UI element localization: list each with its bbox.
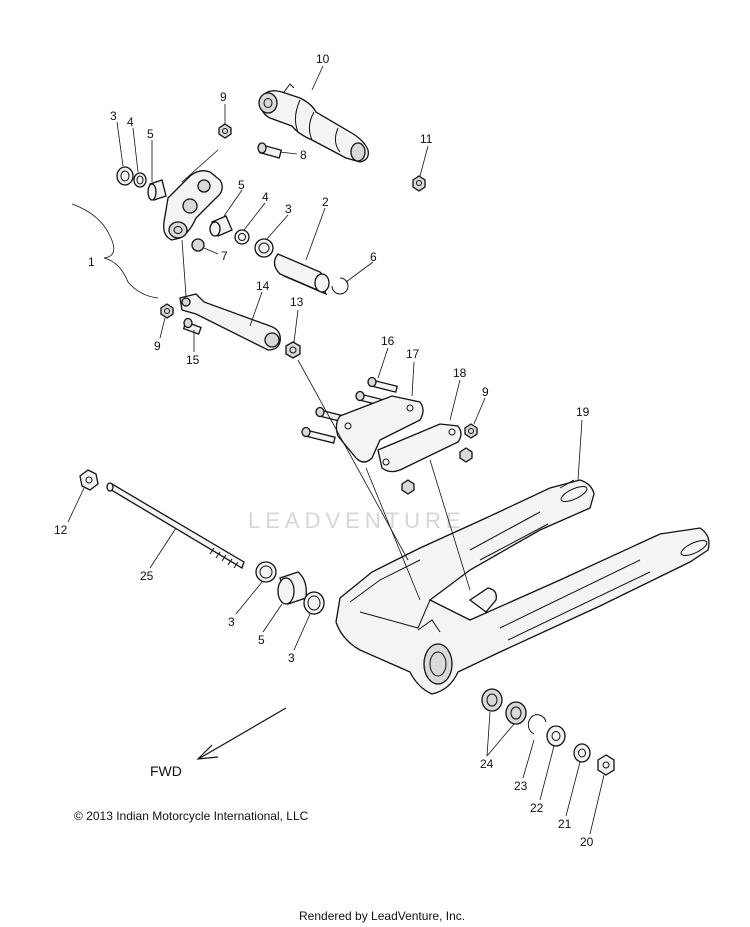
seal-3-mid xyxy=(254,238,274,258)
callout-16: 16 xyxy=(381,334,395,348)
callout-4-top-left: 4 xyxy=(127,115,134,129)
callout-labels: 1 2 3 3 3 3 4 4 5 5 5 6 7 8 9 9 9 10 11 … xyxy=(54,52,594,849)
seal-3-lower-a xyxy=(255,561,277,583)
callout-3-top-left: 3 xyxy=(110,109,117,123)
leader-lines xyxy=(67,65,605,835)
callout-11: 11 xyxy=(420,132,433,146)
rocker-link xyxy=(163,170,223,241)
callout-3-lower-a: 3 xyxy=(228,615,235,629)
seal-3-lower-b xyxy=(303,591,325,615)
callout-9-left: 9 xyxy=(154,339,161,353)
callout-17: 17 xyxy=(406,347,420,361)
bolt-15 xyxy=(182,317,202,335)
callout-25: 25 xyxy=(140,569,154,583)
callout-7: 7 xyxy=(221,249,228,263)
callout-19: 19 xyxy=(576,405,590,419)
bushing-5-top-left xyxy=(147,179,167,201)
callout-10: 10 xyxy=(316,52,330,66)
bracket-17 xyxy=(335,395,424,463)
pivot-tube-2 xyxy=(273,253,330,296)
forward-arrow xyxy=(196,707,287,760)
nut-9-top xyxy=(218,123,232,139)
watermark: LEADVENTURE xyxy=(248,508,466,533)
seal-3-top-left xyxy=(116,166,134,186)
nut-bracket-a xyxy=(459,447,473,463)
nut-9-right xyxy=(464,423,478,439)
callout-3-mid: 3 xyxy=(285,202,292,216)
callout-21: 21 xyxy=(558,817,572,831)
nut-9-left xyxy=(160,303,174,319)
callout-3-lower-b: 3 xyxy=(288,651,295,665)
bushing-5-lower xyxy=(277,571,307,605)
callout-5-top-left: 5 xyxy=(147,127,154,141)
washer-4-mid xyxy=(234,229,250,245)
nut-20 xyxy=(597,754,615,776)
bolt-8 xyxy=(257,142,283,159)
nut-13 xyxy=(285,341,301,359)
callout-6: 6 xyxy=(370,250,377,264)
bracket-18 xyxy=(377,423,462,473)
washer-4-top-left xyxy=(133,172,147,188)
pivot-axle-25 xyxy=(106,482,245,569)
callout-22: 22 xyxy=(530,801,544,815)
callout-14: 14 xyxy=(256,279,270,293)
bearing-24-a xyxy=(481,688,503,712)
nut-12 xyxy=(79,469,99,491)
snap-ring-23 xyxy=(527,714,547,735)
callout-20: 20 xyxy=(580,835,594,849)
connecting-rod-14 xyxy=(179,293,281,351)
snap-ring-6 xyxy=(331,277,349,295)
callout-9-top: 9 xyxy=(220,90,227,104)
callout-5-lower: 5 xyxy=(258,633,265,647)
nut-11 xyxy=(412,175,426,192)
copyright-text: © 2013 Indian Motorcycle International, … xyxy=(74,809,309,823)
callout-13: 13 xyxy=(290,295,304,309)
callout-24: 24 xyxy=(480,757,494,771)
rendered-by-footer: Rendered by LeadVenture, Inc. xyxy=(299,909,465,923)
shock-absorber xyxy=(258,83,369,163)
spacer-21 xyxy=(573,743,591,763)
callout-2: 2 xyxy=(322,195,329,209)
callout-23: 23 xyxy=(514,779,528,793)
bushing-5-mid xyxy=(209,215,233,237)
callout-12: 12 xyxy=(54,523,68,537)
bearing-7 xyxy=(191,238,205,252)
bearing-24-b xyxy=(505,701,527,725)
fwd-label: FWD xyxy=(150,763,182,779)
callout-8: 8 xyxy=(300,148,307,162)
callout-9-right: 9 xyxy=(482,385,489,399)
callout-5-mid: 5 xyxy=(238,178,245,192)
callout-1: 1 xyxy=(88,255,95,269)
callout-4-mid: 4 xyxy=(262,190,269,204)
washer-22 xyxy=(546,725,566,747)
callout-18: 18 xyxy=(453,366,467,380)
swingarm-19 xyxy=(335,479,710,695)
nut-bracket-b xyxy=(401,479,415,495)
callout-15: 15 xyxy=(186,353,200,367)
